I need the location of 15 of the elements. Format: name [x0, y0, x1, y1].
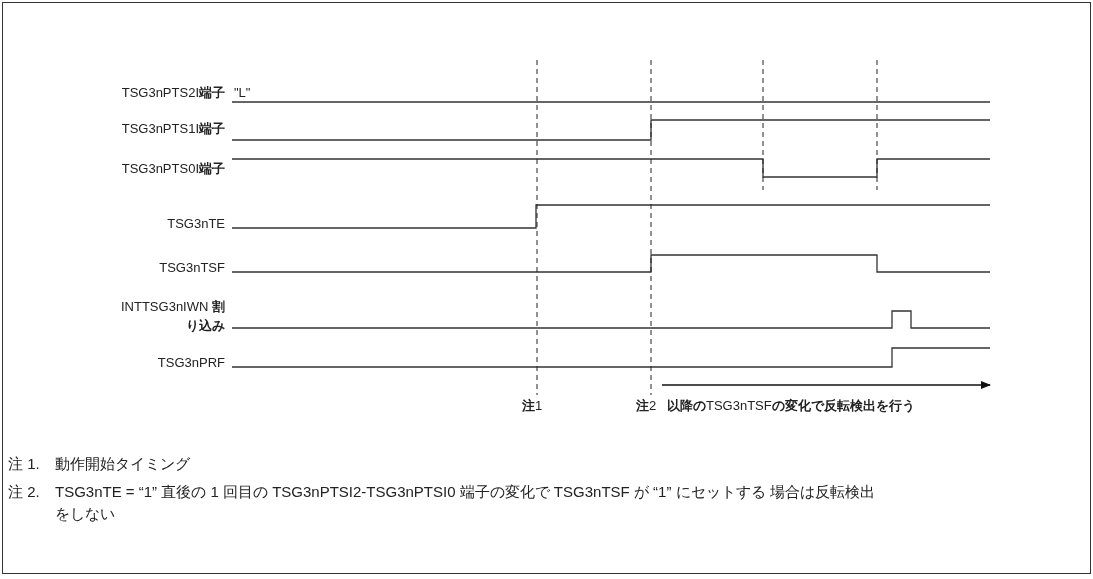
signal-label: TSG3nTE [166, 215, 225, 233]
signal-label: TSG3nPTS1I端子 [120, 120, 225, 138]
timing-note: 以降のTSG3nTSFの変化で反転検出を行う [667, 397, 916, 415]
signal-label: "L" [234, 84, 252, 102]
note-number: 注 2. [8, 482, 41, 502]
signal-label: TSG3nPTS2I端子 [120, 84, 225, 102]
signal-label: TSG3nPRF [156, 354, 225, 372]
signal-label: INTTSG3nIWN 割り込み [120, 298, 225, 335]
timing-note: 注1 [522, 397, 544, 415]
timing-note: 注2 [636, 397, 658, 415]
note-number: 注 1. [8, 454, 41, 474]
signal-label: TSG3nPTS0I端子 [120, 160, 225, 178]
note-text: TSG3nTE = “1” 直後の 1 回目の TSG3nPTSI2-TSG3nPTSI0 端子の変化で TSG3nTSF が “1” にセットする 場合は反転検出をしない [55, 482, 875, 524]
signal-label: TSG3nTSF [158, 259, 225, 277]
note-text: 動作開始タイミング [55, 454, 191, 474]
